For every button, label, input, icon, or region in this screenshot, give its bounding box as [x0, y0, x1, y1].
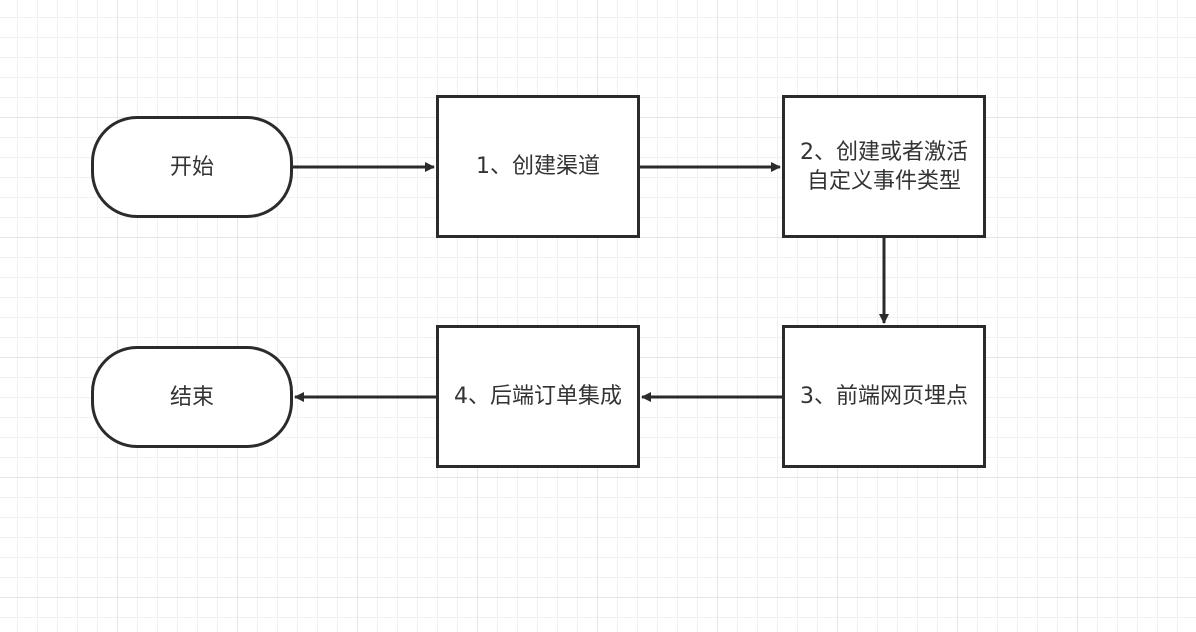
step3-node-label: 3、前端网页埋点 — [800, 384, 968, 409]
step4-node-label: 4、后端订单集成 — [454, 384, 622, 409]
end-node[interactable]: 结束 — [91, 346, 293, 448]
step2-node[interactable]: 2、创建或者激活自定义事件类型 — [782, 95, 986, 238]
start-node[interactable]: 开始 — [91, 116, 293, 218]
step4-node[interactable]: 4、后端订单集成 — [436, 325, 640, 468]
step3-node[interactable]: 3、前端网页埋点 — [782, 325, 986, 468]
end-node-label: 结束 — [169, 384, 214, 410]
start-node-label: 开始 — [169, 154, 214, 180]
step1-node-label: 1、创建渠道 — [476, 154, 600, 179]
step2-node-label: 2、创建或者激活自定义事件类型 — [800, 139, 968, 194]
step1-node[interactable]: 1、创建渠道 — [436, 95, 640, 238]
